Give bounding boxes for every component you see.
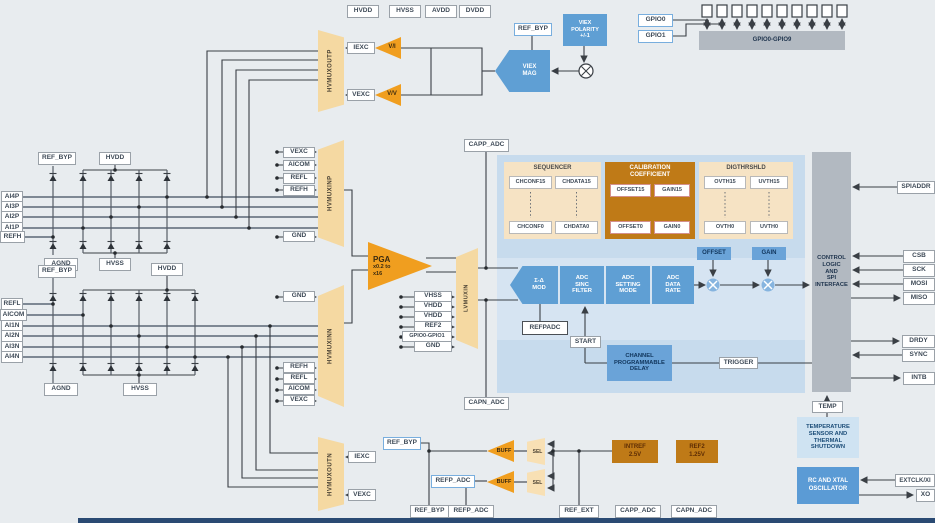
reg-offset15: OFFSET15 <box>610 184 651 197</box>
hvmuxinn-stub-gnd: GND <box>283 291 315 302</box>
adc-data-rate: ADC DATA RATE <box>652 266 694 304</box>
start-label: START <box>570 336 601 348</box>
ref2-block: REF2 1.25V <box>676 440 718 463</box>
hvdd-bot-clamp: HVDD <box>151 263 183 276</box>
generated-wiring <box>49 4 848 497</box>
pin-miso: MISO <box>903 292 935 305</box>
pin-ref-ext: REF_EXT <box>559 505 599 518</box>
sel1-mux: SEL <box>527 438 545 465</box>
ref-byp-top-box: REF_BYP <box>514 23 552 36</box>
hvmuxinp-stub-refl: REFL <box>283 173 315 184</box>
hvmuxinp-stub-aicom: AICOM <box>283 160 315 171</box>
reg-uvth15: UVTH15 <box>750 176 788 189</box>
capp-adc-label: CAPP_ADC <box>464 139 509 152</box>
reg-chconf0: CHCONF0 <box>509 221 552 234</box>
pin-spiaddr: SPIADDR <box>897 181 935 194</box>
pin-drdy: DRDY <box>902 335 935 348</box>
temp-label: TEMP <box>812 401 843 413</box>
control-logic-block: CONTROL LOGIC AND SPI INTERFACE <box>812 152 851 392</box>
intref-block: INTREF 2.5V <box>612 440 658 463</box>
reg-chconf15: CHCONF15 <box>509 176 552 189</box>
bottom-border-bar <box>78 518 935 523</box>
calibration-title: CALIBRATION COEFFICIENT <box>629 165 671 178</box>
reg-uvth0: UVTH0 <box>750 221 788 234</box>
gain-block: GAIN <box>752 247 786 260</box>
hvmuxinn-mux: HVMUXINN <box>318 285 344 407</box>
pin-csb: CSB <box>903 250 935 263</box>
refp-adc-box: REFP_ADC <box>431 475 475 488</box>
hvmuxinp-stub-vexc: VEXC <box>283 147 315 158</box>
trigger-label: TRIGGER <box>719 357 758 369</box>
pin-sck: SCK <box>903 264 935 277</box>
gpio-bus-block: GPIO0-GPIO9 <box>699 31 845 50</box>
hvmuxinn-stub-refl: REFL <box>283 373 315 384</box>
pin-capn-adc: CAPN_ADC <box>671 505 717 518</box>
pin-hvss: HVSS <box>389 5 421 18</box>
pin-ai4n: AI4N <box>1 351 23 363</box>
adc-setting-mode: ADC SETTING MODE <box>606 266 650 304</box>
pin-sync: SYNC <box>902 349 935 362</box>
ref-byp-bot-clamp: REF_BYP <box>38 265 76 278</box>
viex-polarity-block: VIEX POLARITY +/-1 <box>563 14 607 46</box>
hvmuxinn-stub-vexc: VEXC <box>283 395 315 406</box>
reg-chdata15: CHDATA15 <box>555 176 598 189</box>
sequencer-title: SEQUENCER <box>533 165 572 171</box>
adc-sinc-filter: ADC SINC FILTER <box>560 266 604 304</box>
pga-title: PGA <box>373 254 391 264</box>
sel2-mux: SEL <box>527 469 545 496</box>
refpadc-label: REFPADC <box>522 321 568 335</box>
pin-mosi: MOSI <box>903 278 935 291</box>
pin-refp-adc: REFP_ADC <box>448 505 494 518</box>
pin-hvdd: HVDD <box>347 5 379 18</box>
pin-avdd: AVDD <box>425 5 457 18</box>
hvmuxinp-stub-gnd: GND <box>283 231 315 242</box>
hvss-top-clamp: HVSS <box>99 258 131 271</box>
vexc-label: VEXC <box>347 89 375 101</box>
hvss-bot-clamp: HVSS <box>123 383 157 396</box>
iexc-return-label: IEXC <box>348 451 376 463</box>
gpio1-label: GPIO1 <box>638 30 673 43</box>
gpio0-label: GPIO0 <box>638 14 673 27</box>
pga-range: x0.2 to x16 <box>373 264 391 277</box>
hvmuxinn-stub-aicom: AICOM <box>283 384 315 395</box>
lvmuxin-mux: LVMUXIN <box>456 248 478 349</box>
hvmuxoutp-mux: HVMUXOUTP <box>318 30 344 112</box>
reg-ovth15: OVTH15 <box>704 176 746 189</box>
hvdd-top-clamp: HVDD <box>99 152 131 165</box>
channel-prog-delay-block: CHANNEL PROGRAMMABLE DELAY <box>607 345 672 381</box>
hvmuxinp-mux: HVMUXINP <box>318 140 344 247</box>
hvmuxinp-stub-refh: REFH <box>283 185 315 196</box>
vexc-return-label: VEXC <box>348 489 376 501</box>
pin-xo: XO <box>916 489 935 502</box>
pin-refh: REFH <box>0 231 25 243</box>
pin-ref-byp: REF_BYP <box>410 505 449 518</box>
agnd-bot-clamp: AGND <box>44 383 78 396</box>
ref-byp-ref-box: REF_BYP <box>383 437 421 450</box>
temp-sensor-block: TEMPERATURE SENSOR AND THERMAL SHUTDOWN <box>797 417 859 458</box>
digthrshld-title: DIGTHRSHLD <box>726 165 766 171</box>
iexc-label: IEXC <box>347 42 375 54</box>
oscillator-block: RC AND XTAL OSCILLATOR <box>797 467 859 504</box>
pin-extclk: EXTCLK/XI <box>895 474 935 487</box>
capn-adc-label: CAPN_ADC <box>464 397 509 410</box>
reg-chdata0: CHDATA0 <box>555 221 598 234</box>
ref-byp-top-clamp: REF_BYP <box>38 152 76 165</box>
hvmuxinn-stub-refh: REFH <box>283 362 315 373</box>
reg-gain0: GAIN0 <box>654 221 690 234</box>
pin-dvdd: DVDD <box>459 5 491 18</box>
lvmuxin-stub-gnd: GND <box>414 341 452 352</box>
reg-offset0: OFFSET0 <box>610 221 651 234</box>
pin-capp-adc: CAPP_ADC <box>615 505 661 518</box>
reg-gain15: GAIN15 <box>654 184 690 197</box>
pin-intb: INTB <box>903 372 935 385</box>
hvmuxoutn-mux: HVMUXOUTN <box>318 437 344 511</box>
offset-block: OFFSET <box>697 247 731 260</box>
reg-ovth0: OVTH0 <box>704 221 746 234</box>
